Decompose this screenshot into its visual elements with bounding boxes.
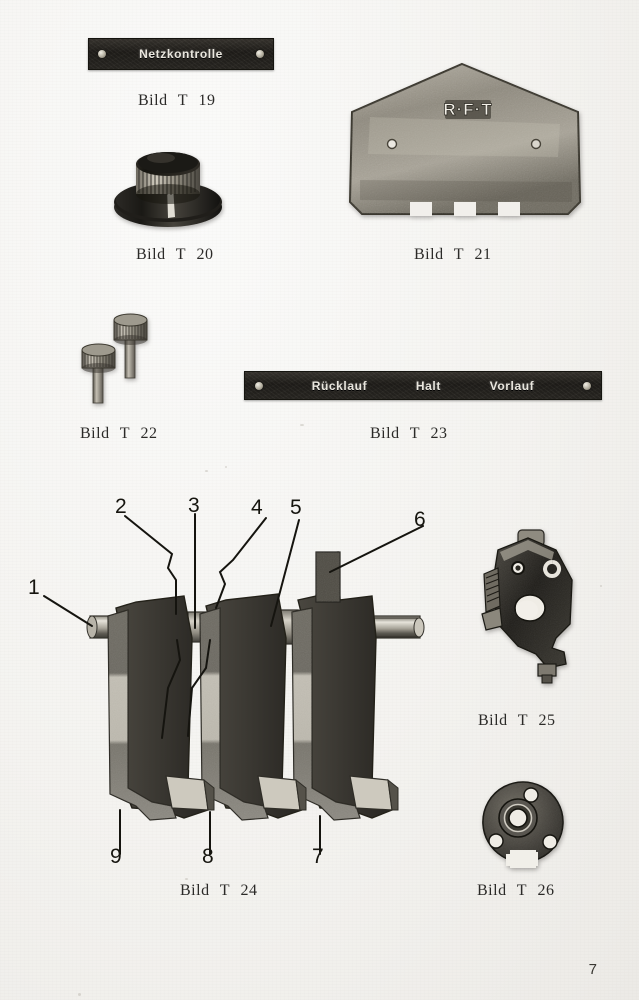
caption-t23: Bild T 23 [370, 425, 448, 442]
plate-label-vorlauf: Vorlauf [489, 378, 535, 393]
caption-t25: Bild T 25 [478, 712, 556, 729]
nameplate-transport-functions: Rücklauf Halt Vorlauf [244, 371, 602, 400]
brake-arm-left [107, 595, 215, 821]
page-number: 7 [588, 961, 597, 978]
callout-5: 5 [290, 496, 302, 519]
rft-embossed-group: R·F·T [443, 100, 492, 120]
plate-label-ruecklauf: Rücklauf [311, 378, 368, 393]
brake-arm-middle [199, 593, 307, 821]
callout-7: 7 [312, 845, 324, 868]
rivet-left [255, 381, 263, 390]
figure-knob-t20 [104, 138, 232, 234]
callout-4: 4 [251, 496, 263, 519]
brake-arm-right [291, 551, 399, 821]
callout-2: 2 [115, 495, 127, 518]
figure-cover-plate-t21: R·F·T [340, 62, 590, 230]
callout-9: 9 [110, 845, 122, 868]
caption-t26: Bild T 26 [477, 882, 555, 899]
caption-t19: Bild T 19 [138, 92, 216, 109]
caption-t22: Bild T 22 [80, 425, 158, 442]
plate-texture [245, 372, 601, 399]
rivet-left [98, 50, 106, 58]
figure-brake-assembly-t24 [20, 488, 440, 868]
callout-6: 6 [414, 508, 426, 531]
leader-lines [43, 513, 424, 855]
figure-thumbscrews-t22 [78, 310, 168, 408]
rivet-right [582, 381, 591, 390]
caption-t21: Bild T 21 [414, 246, 492, 263]
callout-8: 8 [202, 845, 214, 868]
rivet-right [256, 50, 264, 58]
nameplate-netzkontrolle: Netzkontrolle [88, 38, 274, 70]
callout-1: 1 [28, 576, 40, 599]
callout-3: 3 [188, 494, 200, 517]
svg-text:R·F·T: R·F·T [443, 100, 492, 119]
plate-label-netzkontrolle: Netzkontrolle [139, 47, 223, 61]
caption-t20: Bild T 20 [136, 246, 214, 263]
figure-flanged-disc-t26 [468, 778, 578, 873]
caption-t24: Bild T 24 [180, 882, 258, 899]
plate-label-halt: Halt [415, 378, 441, 393]
figure-lever-bracket-t25 [478, 528, 598, 698]
plate-texture [89, 39, 273, 69]
